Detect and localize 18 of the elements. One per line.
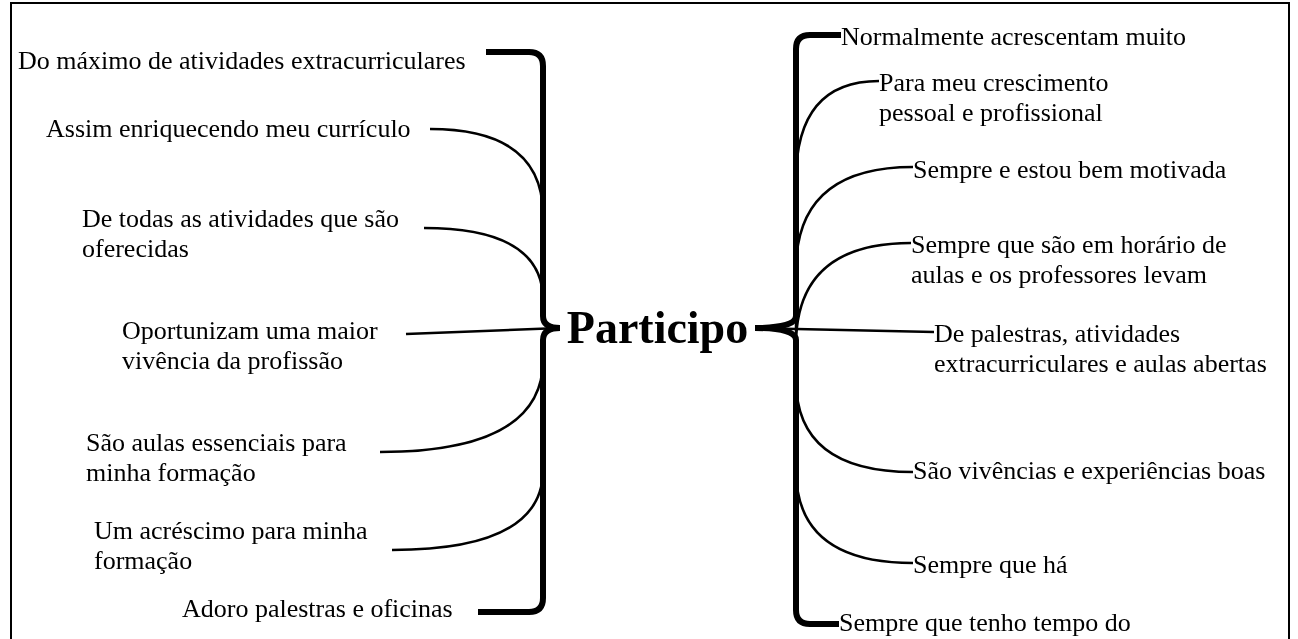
branch-text: Sempre e estou bem motivada (913, 155, 1228, 185)
branch-text: Sempre que tenho tempo do (839, 608, 1132, 638)
connector-line (754, 325, 839, 627)
branch-text: Do máximo de atividades extracurriculares (18, 46, 467, 76)
branch-text: São aulas essenciais para minha formação (86, 428, 348, 488)
central-title: Participo (565, 301, 750, 355)
branch-text: Para meu crescimento pessoal e profissional (879, 68, 1110, 128)
connector-line (478, 325, 561, 615)
branch-text: Um acréscimo para minha formação (94, 516, 369, 576)
branch-text: São vivências e experiências boas (913, 456, 1267, 486)
branch-text: Sempre que são em horário de aulas e os professores levam (911, 230, 1228, 290)
branch-text: Adoro palestras e oficinas (182, 594, 454, 624)
branch-text: Sempre que há (913, 550, 1069, 580)
branch-text: Normalmente acrescentam muito (841, 22, 1188, 52)
branch-text: Assim enriquecendo meu currículo (46, 114, 412, 144)
branch-text: De palestras, atividades extracurriculares e aulas abertas (934, 319, 1268, 379)
branch-text: De todas as atividades que são oferecidas (82, 204, 400, 264)
branch-text: Oportunizam uma maior vivência da profissão (122, 316, 379, 376)
